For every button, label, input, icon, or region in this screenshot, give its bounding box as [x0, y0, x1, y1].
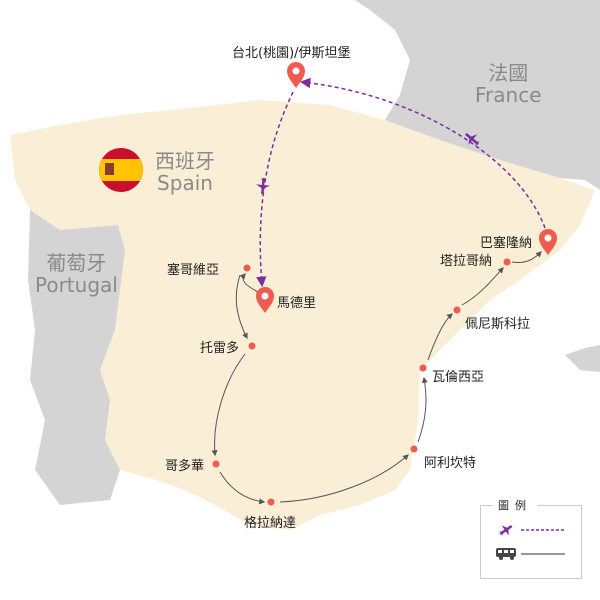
city-label-cordoba: 哥多華 — [165, 459, 205, 474]
legend-items — [496, 524, 565, 560]
dot-segovia — [243, 264, 251, 272]
country-label-portugal: 葡萄牙 Portugal — [35, 252, 118, 296]
flight-route-return — [299, 77, 546, 229]
map-pin-icon-origin — [287, 62, 305, 88]
portugal-en: Portugal — [35, 273, 118, 297]
route-peniscola-tarragona — [461, 267, 504, 306]
map-legend: 圖例 — [480, 497, 582, 579]
city-label-segovia: 塞哥維亞 — [167, 263, 220, 278]
country-label-spain: 西班牙 Spain — [155, 150, 215, 194]
france-cn: 法國 — [488, 61, 529, 85]
dot-tarragona — [503, 258, 511, 266]
airplane-icon — [499, 524, 513, 536]
route-valencia-peniscola — [427, 313, 453, 361]
dot-valencia — [419, 364, 427, 372]
route-tarragona-barcelona — [511, 251, 542, 263]
route-alicante-valencia — [417, 376, 428, 443]
balearic-island — [565, 345, 600, 372]
city-label-toledo: 托雷多 — [200, 341, 240, 356]
dot-toledo — [248, 342, 256, 350]
airplane-icon-return — [465, 132, 480, 146]
france-en: France — [475, 83, 542, 107]
city-label-origin: 台北(桃園)/伊斯坦堡 — [232, 46, 351, 61]
city-label-granada: 格拉納達 — [244, 516, 297, 531]
route-cordoba-granada — [219, 471, 266, 505]
route-madrid-segovia — [239, 273, 259, 293]
city-label-tarragona: 塔拉哥納 — [440, 254, 493, 269]
dot-alicante — [410, 445, 418, 453]
map-pin-icon-madrid — [256, 287, 274, 313]
portugal-region — [28, 210, 125, 505]
flight-route-outbound — [256, 91, 294, 288]
city-label-peniscola: 佩尼斯科拉 — [465, 317, 531, 332]
legend-title: 圖例 — [493, 497, 537, 513]
city-label-alicante: 阿利坎特 — [424, 456, 477, 471]
spain-cn: 西班牙 — [155, 149, 215, 173]
bus-icon — [496, 548, 516, 560]
city-label-barcelona: 巴塞隆納 — [480, 236, 533, 251]
route-granada-alicante — [279, 454, 409, 503]
country-label-france: 法國 France — [475, 62, 542, 106]
spain-en: Spain — [157, 171, 213, 195]
map-pin-icon-barcelona — [539, 229, 557, 255]
spain-flag-icon — [99, 148, 143, 192]
airplane-icon-outbound — [256, 177, 271, 195]
spain-region — [10, 100, 595, 530]
france-region — [355, 0, 600, 190]
dot-peniscola — [453, 306, 461, 314]
dot-granada — [267, 498, 275, 506]
route-segovia-toledo — [235, 274, 248, 340]
dot-cordoba — [212, 460, 220, 468]
portugal-cn: 葡萄牙 — [46, 251, 107, 275]
city-label-valencia: 瓦倫西亞 — [432, 370, 485, 385]
city-label-madrid: 馬德里 — [277, 296, 317, 311]
route-toledo-cordoba — [211, 353, 246, 457]
